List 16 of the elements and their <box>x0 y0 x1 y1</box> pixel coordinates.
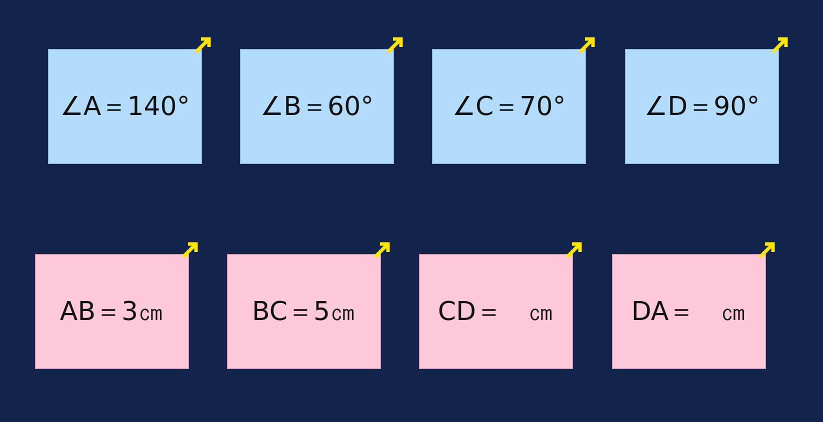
card <box>227 254 381 369</box>
card <box>240 49 394 164</box>
card-text: BC＝5㎝ <box>252 296 356 329</box>
card-text: DA＝ ㎝ <box>631 296 747 329</box>
card-text: ∠C＝70° <box>452 91 566 124</box>
card-text: CD＝ ㎝ <box>438 296 554 329</box>
card-text: ∠A＝140° <box>60 91 190 124</box>
card <box>48 49 202 164</box>
card <box>419 254 573 369</box>
card <box>612 254 766 369</box>
card <box>625 49 779 164</box>
card-text: AB＝3㎝ <box>60 296 164 329</box>
card <box>432 49 586 164</box>
card-text: ∠D＝90° <box>644 91 760 124</box>
card <box>35 254 189 369</box>
card-text: ∠B＝60° <box>260 91 374 124</box>
